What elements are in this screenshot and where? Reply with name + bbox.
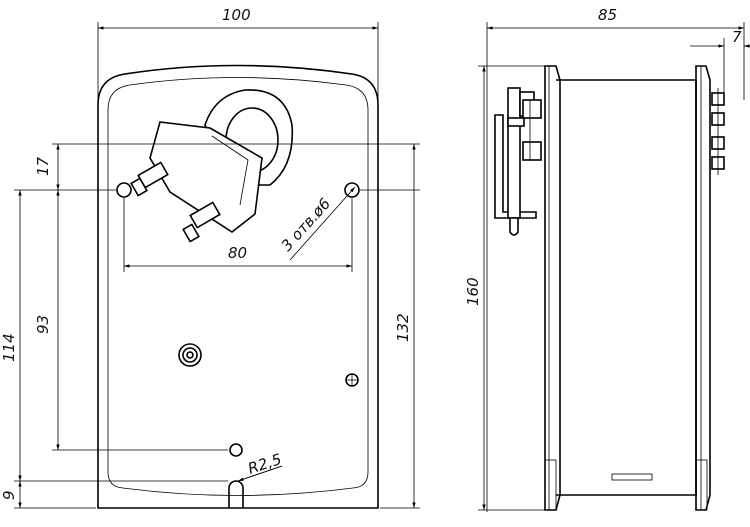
side-shaft-clamp <box>494 87 542 236</box>
mounting-hole-left <box>116 182 132 198</box>
front-view: 100 80 3 отв.ø6 17 93 114 9 132 R2,5 <box>0 6 420 509</box>
dim-top-offset: 17 <box>34 156 52 176</box>
side-flange <box>695 65 711 511</box>
center-boss <box>178 343 202 367</box>
side-dimension-lines <box>478 22 750 512</box>
dim-depth: 85 <box>598 6 617 24</box>
dim-total-to-slot: 114 <box>0 333 18 362</box>
mounting-hole-bottom <box>229 443 243 457</box>
side-body <box>544 65 561 511</box>
dim-height: 160 <box>464 277 482 306</box>
dim-flange: 7 <box>732 28 742 46</box>
bottom-slot <box>228 480 244 508</box>
shaft-clamp <box>130 89 294 243</box>
dim-hole-spacing: 80 <box>228 244 247 262</box>
housing-outline <box>97 64 379 509</box>
housing-inner-edge <box>107 77 369 496</box>
release-screw <box>345 373 359 387</box>
dim-hole-to-slot: 93 <box>34 315 52 334</box>
label-radius: R2,5 <box>246 450 284 478</box>
side-connectors <box>711 88 725 175</box>
side-view: 85 7 160 <box>464 6 750 512</box>
mounting-hole-right <box>344 182 360 198</box>
front-dimension-lines <box>14 22 420 509</box>
dim-slot: 9 <box>0 490 18 500</box>
label-holes: 3 отв.ø6 <box>278 195 335 255</box>
dim-width: 100 <box>222 6 251 24</box>
dim-hole-to-bottom: 132 <box>394 313 412 342</box>
side-body-main <box>556 79 697 496</box>
